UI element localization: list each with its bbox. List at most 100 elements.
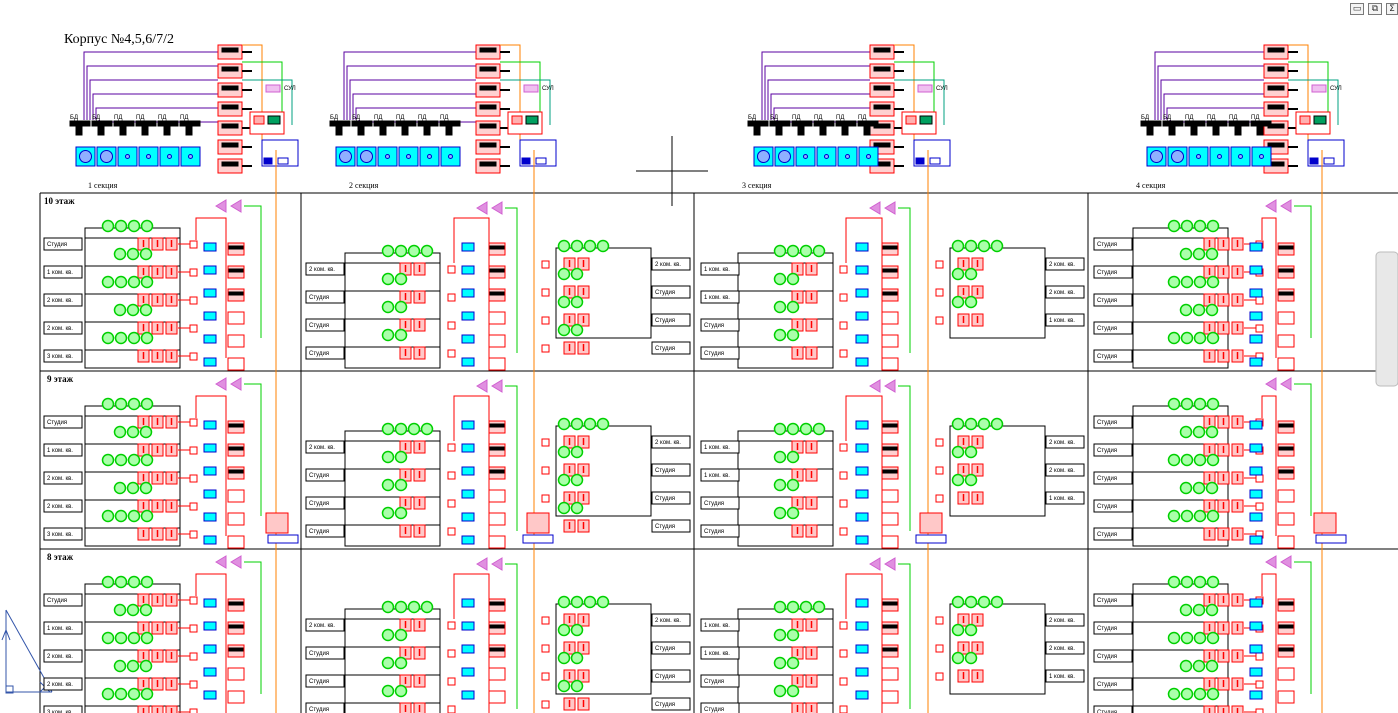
apartment-label: 2 ком. кв. [655, 618, 681, 624]
side-panel[interactable] [1375, 251, 1398, 387]
red-node [447, 649, 456, 658]
sensor-green [812, 244, 826, 258]
feeder-wire [773, 107, 870, 120]
red-node [189, 502, 198, 511]
sensor-green [394, 272, 408, 286]
sensor-green [773, 506, 787, 520]
feeder-wire [1166, 107, 1264, 120]
red-node [1255, 680, 1264, 689]
sensor-green [101, 219, 115, 233]
riser-bar [228, 647, 244, 652]
cyan-module [461, 242, 475, 252]
sensor-green [786, 478, 800, 492]
apartment-box [700, 318, 740, 332]
feeder-wire [86, 65, 218, 120]
green-wire [1294, 205, 1312, 338]
sensor-green [381, 422, 395, 436]
sensor-green [773, 300, 787, 314]
apartment-box [305, 468, 345, 482]
psu-cell [535, 157, 547, 165]
apartment-label: 2 ком. кв. [655, 262, 681, 268]
apartment-label: 1 ком. кв. [704, 267, 730, 273]
sensor-green [114, 575, 128, 589]
apartment-label: 1 ком. кв. [47, 270, 73, 276]
module-bar [479, 142, 497, 148]
red-node [541, 644, 550, 653]
sensor-green [140, 397, 154, 411]
speaker-icon [215, 377, 227, 391]
sensor-green [951, 295, 965, 309]
minimize-button[interactable]: ▭ [1350, 3, 1364, 15]
cup-box [523, 84, 539, 93]
bus-wire [500, 79, 551, 125]
apartment-box [43, 527, 83, 541]
red-node [1255, 652, 1264, 661]
sensor-green [1205, 247, 1219, 261]
sensor-green [140, 509, 154, 523]
cyan-module [203, 644, 217, 654]
apartment-box [43, 349, 83, 363]
riser-bar [882, 601, 898, 606]
restore-button[interactable]: ⧉ [1368, 3, 1382, 15]
sensor-green [964, 239, 978, 253]
red-node [935, 260, 944, 269]
port-stub [797, 125, 805, 136]
apartment-label: Студия [655, 290, 675, 296]
port-stub [819, 125, 827, 136]
green-wire [244, 561, 262, 694]
cyan-module [461, 288, 475, 298]
red-node [189, 268, 198, 277]
riser-device [1277, 311, 1295, 325]
cyan-module [461, 489, 475, 499]
sensor-green [1205, 425, 1219, 439]
riser-bar [228, 446, 244, 451]
apartment-label: 1 ком. кв. [47, 448, 73, 454]
apartment-box [1093, 705, 1133, 713]
sensor-green [1180, 275, 1194, 289]
sensor-green [570, 417, 584, 431]
sensor-green [964, 473, 978, 487]
sensor-green [799, 244, 813, 258]
bus-wire [500, 61, 541, 125]
port-bar [791, 120, 813, 127]
module-bar [873, 47, 891, 53]
sensor-green [1205, 481, 1219, 495]
detector-dot [757, 150, 770, 163]
red-node [447, 499, 456, 508]
red-loop [195, 395, 227, 536]
cyan-module [855, 644, 869, 654]
riser-device [881, 667, 899, 681]
cyan-module [855, 242, 869, 252]
apartment-box [43, 593, 83, 607]
apartment-box [305, 346, 345, 360]
riser-device [1277, 334, 1295, 348]
sensor-green [126, 425, 140, 439]
apartment-label: 2 ком. кв. [1049, 290, 1075, 296]
cup-label: СУЛ [284, 86, 296, 92]
sensor-green [394, 506, 408, 520]
apartment-box [43, 471, 83, 485]
sensor-green [127, 453, 141, 467]
crosshair-cursor [636, 136, 708, 206]
section-label-1: 1 секция [88, 181, 118, 190]
module-bar [479, 66, 497, 72]
module-bar [221, 104, 239, 110]
sensor-green [381, 656, 395, 670]
apartment-box [651, 697, 691, 711]
feeder-wire [1163, 93, 1264, 120]
sensor-green [1179, 659, 1193, 673]
apartment-box [43, 321, 83, 335]
riser-device [1277, 489, 1295, 503]
red-loop [1261, 395, 1277, 536]
apartment-label: Студия [1097, 654, 1117, 660]
bus-wire [242, 61, 283, 125]
sensor-green [1206, 219, 1220, 233]
riser-bar [228, 291, 244, 296]
sensor-green [1167, 275, 1181, 289]
module-bar [1267, 104, 1285, 110]
cyan-module [461, 420, 475, 430]
bus-wire [894, 79, 945, 125]
sensor-green [126, 659, 140, 673]
cyan-module [1249, 265, 1263, 275]
